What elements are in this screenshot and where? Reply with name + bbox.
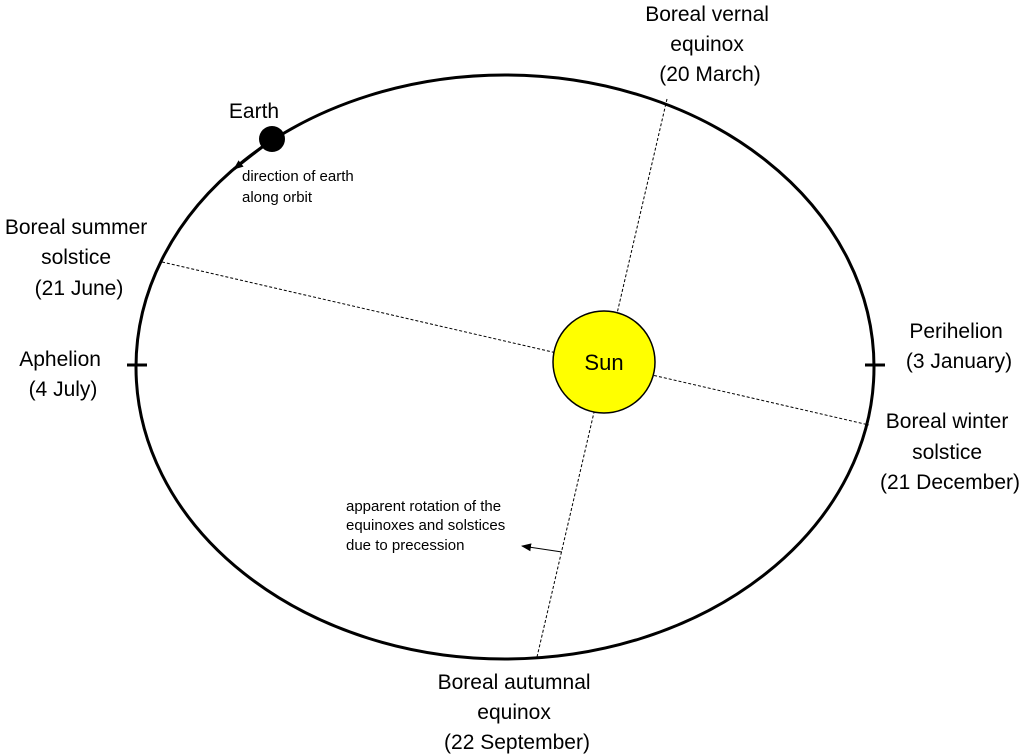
vernal-equinox-label: Boreal vernal equinox (20 March) — [645, 3, 775, 86]
aphelion-label: Aphelion (4 July) — [19, 348, 107, 401]
perihelion-line-2: (3 January) — [906, 350, 1012, 373]
autumnal-line-3: (22 September) — [444, 731, 590, 754]
summer-line-3: (21 June) — [35, 277, 124, 300]
summer-line-2: solstice — [41, 246, 111, 269]
direction-line-1: direction of earth — [242, 168, 354, 185]
precession-arrow — [521, 543, 563, 553]
aphelion-line-1: Aphelion — [19, 348, 101, 371]
autumnal-equinox-label: Boreal autumnal equinox (22 September) — [438, 671, 597, 754]
winter-line-2: solstice — [912, 441, 982, 464]
solstice-line — [161, 261, 870, 426]
earth — [259, 126, 285, 152]
aphelion-line-2: (4 July) — [29, 378, 98, 401]
perihelion-label: Perihelion (3 January) — [906, 320, 1012, 373]
direction-line-2: along orbit — [242, 189, 313, 206]
winter-line-1: Boreal winter — [886, 410, 1009, 433]
earth-orbit — [134, 73, 876, 661]
precession-label: apparent rotation of the equinoxes and s… — [346, 498, 509, 554]
precession-line-3: due to precession — [346, 537, 464, 554]
vernal-line-1: Boreal vernal — [645, 3, 769, 26]
winter-line-3: (21 December) — [880, 471, 1020, 494]
precession-line-1: apparent rotation of the — [346, 498, 501, 515]
autumnal-line-1: Boreal autumnal — [438, 671, 591, 694]
precession-line-2: equinoxes and solstices — [346, 517, 505, 534]
direction-label: direction of earth along orbit — [242, 168, 358, 206]
vernal-line-3: (20 March) — [659, 63, 761, 86]
perihelion-line-1: Perihelion — [909, 320, 1002, 343]
summer-solstice-label: Boreal summer solstice (21 June) — [5, 216, 153, 300]
winter-solstice-label: Boreal winter solstice (21 December) — [880, 410, 1020, 494]
earth-direction-arrow — [233, 145, 263, 171]
earth-label: Earth — [229, 100, 279, 123]
autumnal-line-2: equinox — [477, 701, 551, 724]
sun — [552, 310, 656, 414]
sun-label: Sun — [584, 350, 623, 375]
vernal-line-2: equinox — [670, 33, 744, 56]
summer-line-1: Boreal summer — [5, 216, 147, 239]
